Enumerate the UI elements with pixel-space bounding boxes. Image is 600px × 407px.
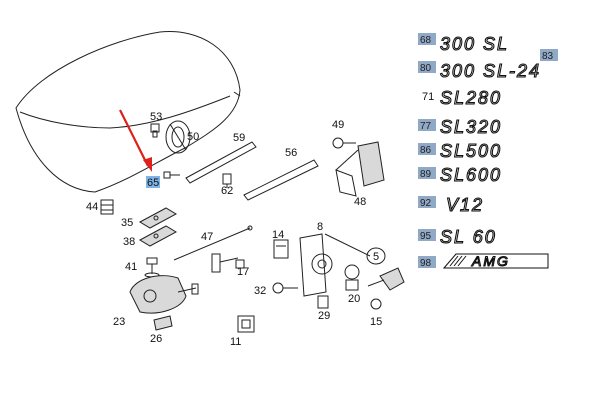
badge-77	[418, 119, 436, 131]
callout-20: 20	[348, 293, 360, 305]
emblem-row-98: 98 AMG	[418, 252, 549, 270]
part-32-screw	[272, 282, 298, 294]
callout-5: 5	[373, 251, 379, 263]
part-35-plate	[138, 207, 178, 229]
badge-95	[418, 229, 436, 241]
callout-59: 59	[233, 132, 245, 144]
badge-71-text: 71	[422, 91, 434, 103]
callout-38: 38	[123, 236, 135, 248]
part-62-clip	[222, 173, 232, 188]
emblem-v12: V12	[446, 195, 484, 215]
part-14-connector	[273, 239, 289, 259]
badge-89-text: 89	[420, 169, 432, 180]
badge-95-text: 95	[420, 231, 432, 242]
badge-98-text: 98	[420, 258, 432, 269]
callout-17: 17	[237, 266, 249, 278]
part-8-lock-assembly	[299, 233, 371, 297]
part-17-switch	[211, 253, 245, 273]
red-arrow	[119, 109, 152, 172]
part-65-screw	[163, 171, 180, 179]
callout-35: 35	[121, 217, 133, 229]
part-26-bracket	[153, 315, 173, 331]
part-29-bracket	[317, 295, 329, 309]
callout-50: 50	[187, 131, 199, 143]
amg-stripe	[453, 255, 463, 267]
emblem-amg: AMG	[471, 253, 510, 269]
callout-53: 53	[150, 111, 162, 123]
badge-83-text: 83	[542, 51, 554, 62]
amg-stripe	[449, 255, 459, 267]
callout-47: 47	[201, 231, 213, 243]
badge-98	[418, 256, 436, 268]
callout-62: 62	[221, 185, 233, 197]
part-23-latch	[129, 275, 199, 314]
emblem-sl60: SL 60	[440, 227, 497, 247]
badge-92	[418, 196, 436, 208]
part-59-strip	[185, 141, 257, 184]
emblem-row-77: 77 SL320	[418, 116, 502, 138]
emblem-300sl: 300 SL	[440, 34, 509, 54]
part-11-cover	[237, 315, 255, 333]
badge-80	[418, 61, 436, 73]
badge-77-text: 77	[420, 121, 432, 132]
callout-8: 8	[317, 221, 323, 233]
badge-68	[418, 33, 436, 45]
callout-65: 65	[147, 177, 159, 189]
callout-23: 23	[113, 316, 125, 328]
part-38-plate	[138, 225, 178, 247]
badge-86	[418, 143, 436, 155]
callout-65-highlight	[146, 176, 160, 188]
part-48-striker	[335, 141, 385, 197]
callout-48: 48	[354, 196, 366, 208]
part-49-bolt	[332, 137, 356, 149]
callout-29: 29	[318, 310, 330, 322]
part-53-clip	[150, 123, 160, 138]
emblem-300sl-24: 300 SL-24	[440, 61, 541, 81]
callout-49: 49	[332, 119, 344, 131]
badge-86-text: 86	[420, 145, 432, 156]
callout-56: 56	[285, 147, 297, 159]
emblem-sl280: SL280	[440, 88, 502, 108]
badge-89	[418, 167, 436, 179]
emblem-row-68: 68 300 SL	[418, 33, 509, 55]
emblem-row-89: 89 SL600	[418, 164, 502, 186]
callout-11: 11	[230, 336, 241, 348]
part-44-bumper	[100, 199, 114, 215]
emblem-row-71: 71 SL280	[422, 87, 502, 108]
amg-stripe	[457, 255, 467, 267]
emblem-sl320: SL320	[440, 117, 502, 137]
part-56-strip	[243, 159, 319, 201]
badge-92-text: 92	[420, 198, 432, 209]
callout-14: 14	[272, 229, 284, 241]
part-41-bolt	[144, 257, 160, 278]
callout-41: 41	[125, 261, 137, 273]
badge-83	[540, 49, 558, 61]
amg-emblem-frame	[442, 253, 549, 269]
part-5-key	[366, 247, 405, 291]
part-15-washer	[370, 298, 382, 310]
emblem-row-95: 95 SL 60	[418, 226, 497, 248]
part-50-ring	[165, 120, 191, 154]
trunk-lid	[15, 31, 241, 193]
emblem-row-86: 86 SL500	[418, 140, 502, 162]
callout-15: 15	[370, 316, 382, 328]
callout-26: 26	[150, 333, 162, 345]
emblem-row-80: 80 300 SL-24 83	[418, 49, 558, 82]
callout-32: 32	[254, 285, 266, 297]
emblem-sl500: SL500	[440, 141, 502, 161]
part-47-cable	[173, 225, 253, 261]
part-20-cylinder	[344, 264, 360, 291]
emblem-sl600: SL600	[440, 165, 502, 185]
emblem-row-92: 92 V12	[418, 194, 484, 216]
badge-80-text: 80	[420, 63, 432, 74]
callout-44: 44	[86, 201, 98, 213]
badge-68-text: 68	[420, 35, 432, 46]
